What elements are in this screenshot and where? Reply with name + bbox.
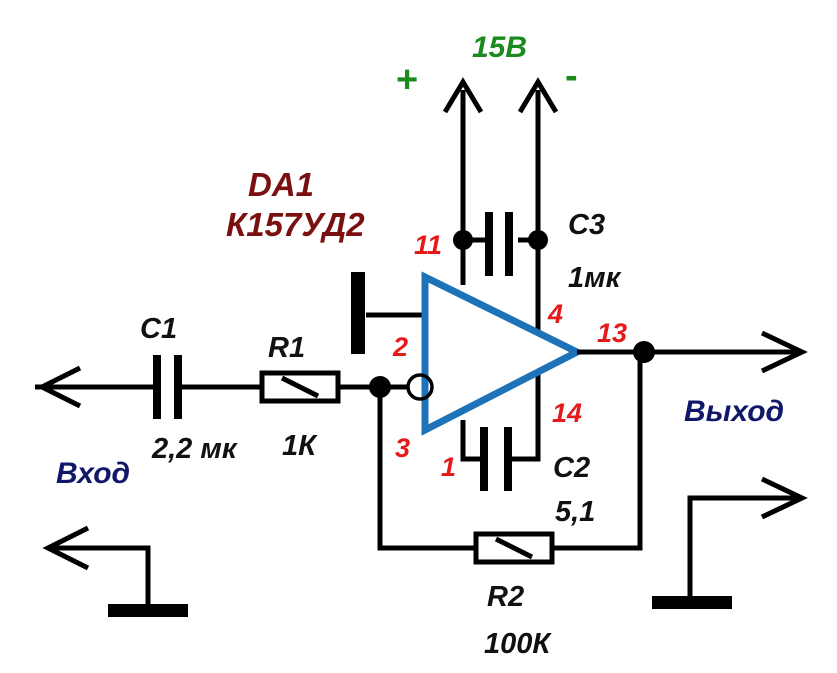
c1-value-label: 2,2 мк: [151, 433, 238, 465]
junction-dot-icon: [633, 341, 655, 363]
c2-ref-label: C2: [553, 452, 590, 484]
supply-plus-label: +: [396, 59, 418, 101]
input-chain: [35, 355, 408, 419]
op-amp-triangle: [421, 271, 585, 436]
c1-ref-label: C1: [140, 313, 177, 345]
c3-capacitor-icon: [463, 212, 538, 276]
c2-value-label: 5,1: [555, 496, 595, 528]
r2-ref-label: R2: [487, 581, 524, 613]
pin-1-label: 1: [441, 452, 456, 482]
c2-capacitor-icon: [460, 370, 541, 491]
negative-rail-arrow-icon: [517, 77, 559, 114]
supply-minus-label: -: [565, 55, 578, 97]
input-arrow-icon: [36, 365, 82, 409]
junction-dot-icon: [453, 230, 473, 250]
output-label: Выход: [684, 395, 784, 428]
pin-11-label: 11: [414, 230, 442, 260]
input-label: Вход: [56, 457, 130, 490]
pin-2-lead: [351, 272, 428, 354]
r1-value-label: 1К: [282, 430, 318, 462]
output-ground-icon: [652, 476, 808, 609]
supply-voltage-label: 15В: [472, 31, 527, 64]
r2-value-label: 100К: [484, 628, 552, 660]
opamp-part-label: К157УД2: [226, 206, 365, 243]
supply-rails: [442, 77, 559, 332]
pin-2-label: 2: [392, 332, 408, 362]
pin-3-label: 3: [395, 433, 410, 463]
c3-value-label: 1мк: [568, 262, 622, 294]
pin-4-label: 4: [547, 299, 563, 329]
r1-ref-label: R1: [268, 332, 305, 364]
pin-14-label: 14: [552, 398, 582, 428]
junction-dot-icon: [528, 230, 548, 250]
output-arrow-icon: [760, 330, 808, 374]
input-ground-icon: [42, 525, 188, 617]
c1-capacitor-icon: [153, 355, 182, 419]
output-chain: [577, 330, 808, 374]
positive-rail-arrow-icon: [442, 77, 484, 114]
pin-13-label: 13: [597, 318, 627, 348]
feedback-path: [377, 352, 643, 565]
r1-resistor-icon: [259, 370, 341, 404]
r2-resistor-icon: [473, 531, 555, 565]
c3-ref-label: C3: [568, 209, 605, 241]
opamp-ref-label: DA1: [248, 166, 314, 203]
